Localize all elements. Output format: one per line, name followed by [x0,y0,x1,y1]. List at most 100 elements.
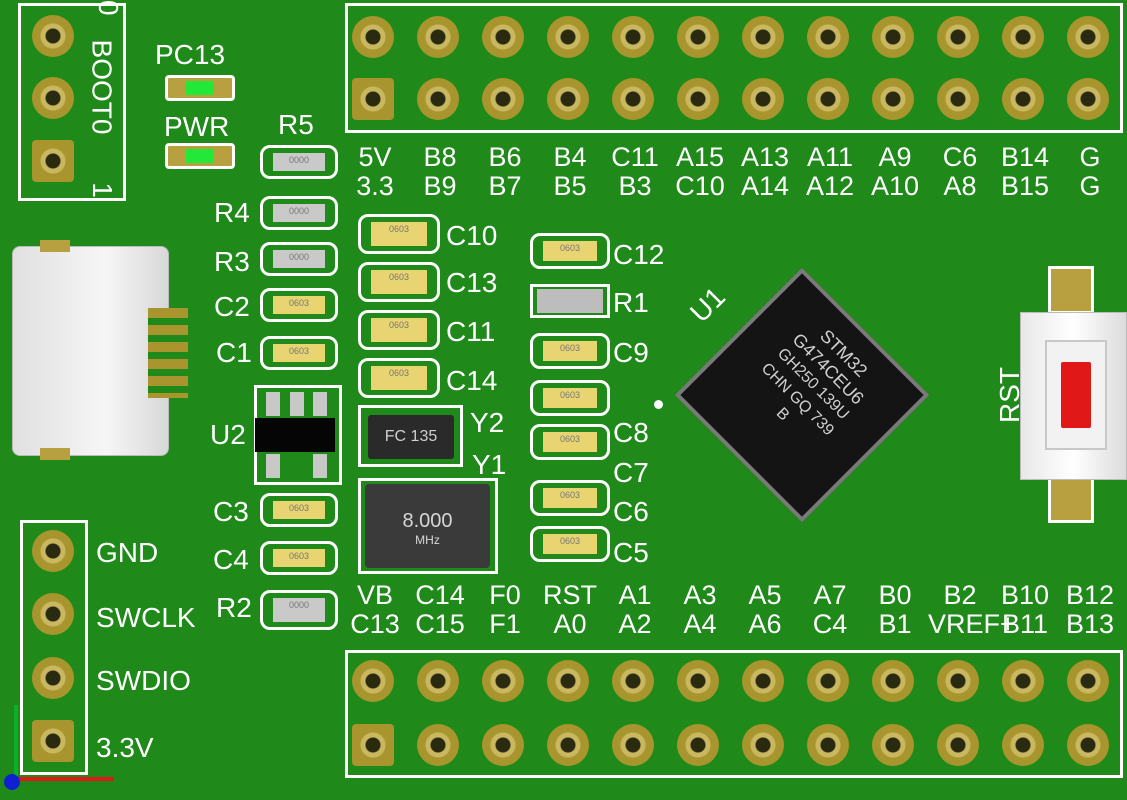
label-c2: C2 [214,291,250,322]
crystal-y2: FC 135 [368,415,454,459]
bottom-label-row2-2: C15 [415,609,465,639]
reset-button-cap[interactable] [1061,362,1091,428]
label-c14: C14 [446,365,498,396]
top-label-row1-11: B14 [1000,142,1050,172]
label-r2: R2 [216,592,252,623]
resistor-r2: 0000 [260,590,338,630]
top-pads-pin-1-8 [807,16,849,58]
resistor-r1-outline [530,284,610,318]
bot-pads-pin-2-10 [937,724,979,766]
y2-marking: FC 135 [384,428,438,445]
label-c10: C10 [446,220,498,251]
capacitor-c12: 0603 [530,233,610,269]
bottom-label-row1-6: A3 [683,580,717,610]
bot-pads-pin-2-8 [807,724,849,766]
u2-pin-4 [266,454,280,478]
bottom-header-outline [345,650,1123,778]
bottom-label-row2-6: A4 [683,609,717,639]
bottom-label-row2-5: A2 [618,609,652,639]
u2-regulator [255,418,335,452]
top-pads-pin-2-3 [482,78,524,120]
label-c5: C5 [613,537,649,568]
capacitor-c9: 0603 [530,333,610,369]
top-pads-pin-1-6 [677,16,719,58]
bot-pads-pin-2-2 [417,724,459,766]
bot-pads-pin-1-3 [482,660,524,702]
top-pads-pin-1-3 [482,16,524,58]
capacitor-c8-upper: 0603 [530,380,610,416]
top-label-row1-5: C11 [611,142,659,172]
top-pads-pin-2-7 [742,78,784,120]
top-pads-pin-2-8 [807,78,849,120]
bottom-label-row1-4: RST [543,580,597,610]
top-label-row2-9: A10 [870,171,920,201]
boot-jumper-label: 0 BOOT0 1 [86,0,128,200]
u2-pin-1 [266,392,280,416]
top-pads-pin-1-12 [1067,16,1109,58]
label-u1: U1 [683,281,732,329]
axis-origin [4,774,20,790]
bot-pads-pin-1-1 [352,660,394,702]
label-r5: R5 [278,109,314,140]
top-pads-pin-1-7 [742,16,784,58]
top-label-row2-1: 3.3 [356,171,394,201]
capacitor-c8: 0603 [530,424,610,460]
bottom-label-row1-5: A1 [618,580,652,610]
label-y2: Y2 [470,407,505,438]
top-label-row2-12: G [1079,171,1101,201]
bottom-label-row1-8: A7 [813,580,847,610]
label-c3: C3 [213,496,249,527]
top-pads-pin-2-12 [1067,78,1109,120]
top-pads-pin-2-5 [612,78,654,120]
label-y1: Y1 [472,449,507,480]
bottom-label-row2-9: B1 [878,609,912,639]
capacitor-c14: 0603 [358,358,440,398]
top-label-row1-6: A15 [675,142,725,172]
bot-pads-pin-1-12 [1067,660,1109,702]
u2-pin-2 [290,392,304,416]
bottom-label-row2-12: B13 [1065,609,1115,639]
top-label-row1-2: B8 [423,142,457,172]
label-c8: C8 [613,417,649,448]
reset-switch-pad-top [1048,266,1094,314]
capacitor-c6: 0603 [530,480,610,516]
boot-pin-3 [32,140,74,182]
top-label-row2-5: B3 [618,171,652,201]
swd-pin-swclk [32,593,74,635]
bottom-label-row1-10: B2 [943,580,977,610]
bot-pads-pin-1-2 [417,660,459,702]
swd-pin-swdio [32,657,74,699]
top-pads-pin-2-6 [677,78,719,120]
y2-outline [358,405,463,467]
boot-header-outline [18,3,126,201]
capacitor-c4: 0603 [260,541,338,575]
bot-pads-pin-2-5 [612,724,654,766]
bot-pads-pin-2-7 [742,724,784,766]
bottom-label-row1-9: B0 [878,580,912,610]
top-label-row2-6: C10 [675,171,725,201]
u2-pin-5 [313,454,327,478]
boot-pin-2 [32,77,74,119]
bot-pads-pin-2-4 [547,724,589,766]
bottom-label-row1-2: C14 [415,580,465,610]
boot-label-top: 0 [93,0,124,16]
y1-outline [358,478,498,574]
bottom-label-row2-8: C4 [812,609,848,639]
resistor-r5: 0000 [260,145,338,179]
bot-pads-pin-1-7 [742,660,784,702]
top-label-row1-12: G [1079,142,1101,172]
label-c4: C4 [213,544,249,575]
bottom-label-row1-7: A5 [748,580,782,610]
top-pads-pin-1-2 [417,16,459,58]
label-c1: C1 [216,337,252,368]
boot-label-bottom: 1 [86,182,118,198]
top-label-row2-3: B7 [488,171,522,201]
pc13-label: PC13 [155,39,226,70]
reset-button[interactable] [1045,340,1107,450]
capacitor-c13: 0603 [358,262,440,302]
label-c13: C13 [446,267,498,298]
bot-pads-pin-2-6 [677,724,719,766]
bottom-label-row2-4: A0 [553,609,587,639]
top-label-row1-9: A9 [878,142,912,172]
